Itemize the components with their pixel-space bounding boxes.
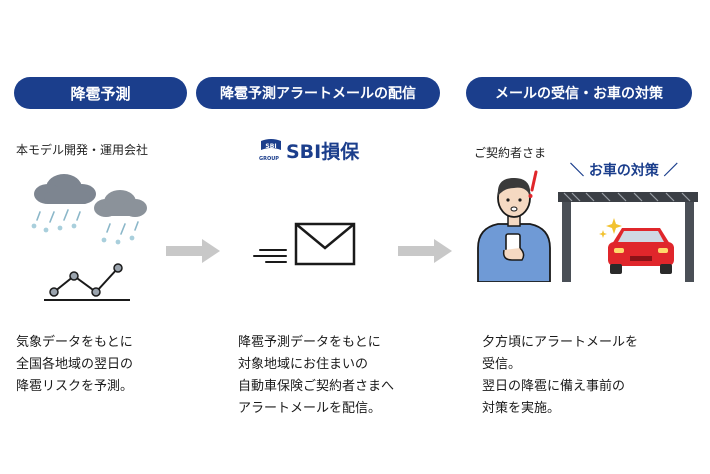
car-icon: [608, 228, 674, 274]
step-2-description: 降雹予測データをもとに 対象地域にお住まいの 自動車保険ご契約者さまへ アラート…: [238, 332, 394, 420]
sbi-logo-text: SBI損保: [286, 141, 360, 163]
countermeasure-tag: ＼ お車の対策 ／: [570, 163, 678, 179]
description-line: 翌日の降雹に備え事前の: [482, 379, 626, 394]
step-3-title: メールの受信・お車の対策: [466, 77, 692, 109]
description-line: 降雹予測データをもとに: [238, 335, 381, 350]
sbi-sonpo-logo: SBI GROUP SBI損保: [258, 136, 380, 164]
description-line: 受信。: [482, 357, 522, 372]
description-line: 対策を実施。: [482, 401, 561, 416]
sbi-logo-mark: SBI: [261, 139, 281, 150]
arrow-right-icon: [166, 239, 220, 263]
step-1-description: 気象データをもとに 全国各地域の翌日の 降雹リスクを予測。: [16, 332, 133, 398]
line-chart-icon: [44, 263, 130, 301]
person-with-phone-icon: [477, 170, 551, 282]
step-2-title: 降雹予測アラートメールの配信: [196, 77, 440, 109]
description-line: 夕方頃にアラートメールを: [482, 335, 639, 350]
mail-icon: [253, 222, 356, 266]
step-1-caption: 本モデル開発・運用会社: [16, 143, 149, 157]
sbi-logo-group: GROUP: [259, 156, 279, 162]
description-line: 自動車保険ご契約者さまへ: [238, 379, 395, 394]
hail-clouds-icon: [31, 174, 147, 245]
description-line: 気象データをもとに: [16, 335, 133, 350]
carport-icon: [558, 192, 698, 282]
arrow-right-icon: [398, 239, 452, 263]
step-3-description: 夕方頃にアラートメールを 受信。 翌日の降雹に備え事前の 対策を実施。: [482, 332, 638, 420]
description-line: 降雹リスクを予測。: [16, 379, 134, 394]
step-1-title: 降雹予測: [14, 77, 187, 109]
svg-text:SBI: SBI: [265, 143, 276, 150]
description-line: アラートメールを配信。: [238, 401, 382, 416]
description-line: 全国各地域の翌日の: [16, 357, 134, 372]
description-line: 対象地域にお住まいの: [238, 357, 369, 372]
step-3-caption: ご契約者さま: [474, 146, 547, 160]
